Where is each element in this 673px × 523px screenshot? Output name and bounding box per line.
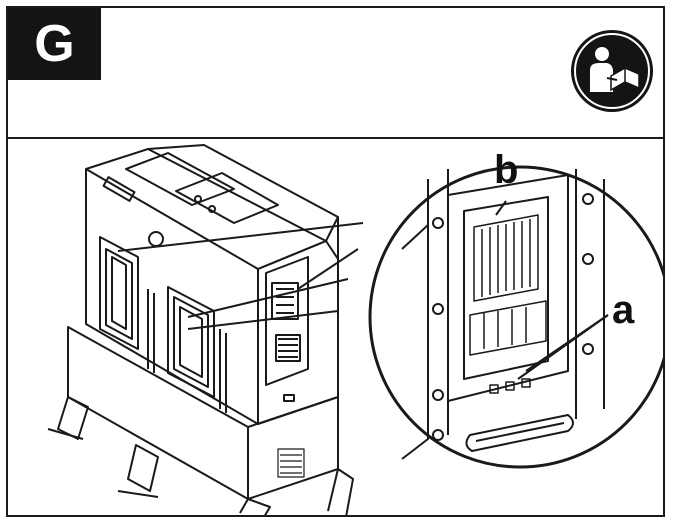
detail-magnifier xyxy=(368,165,663,469)
base-vent xyxy=(277,448,305,478)
read-manual-icon xyxy=(571,30,653,112)
step-letter: G xyxy=(34,15,75,73)
step-badge: G xyxy=(8,8,101,80)
detail-view xyxy=(401,169,605,460)
callout-a: a xyxy=(612,288,635,332)
battery-unit-drawing: b a xyxy=(47,144,663,517)
panel-header: G xyxy=(8,8,663,139)
instruction-panel: G xyxy=(6,6,665,517)
callout-b: b xyxy=(494,148,518,192)
illustration: b a xyxy=(8,139,663,517)
callout-b-leader xyxy=(495,200,507,216)
zoom-lines xyxy=(117,222,364,330)
